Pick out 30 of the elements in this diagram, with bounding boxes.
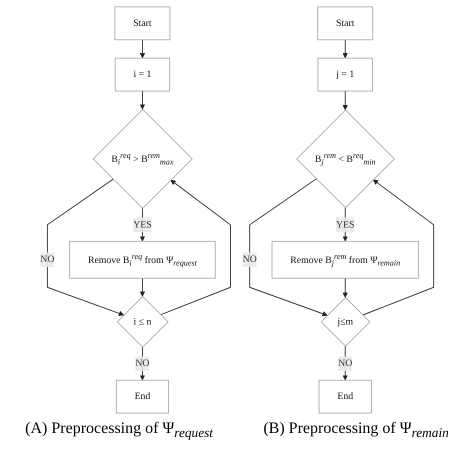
arrow [160,180,231,316]
arrow [362,179,434,316]
node-box: End [116,380,169,414]
edge-label: YES [336,219,354,230]
node-box: Start [114,6,170,40]
node-box: i = 1 [114,58,170,92]
edge-label: NO [338,358,352,369]
node-box: End [318,380,372,414]
edge-label: YES [133,219,152,230]
node-box: Remove B$_{j}$$^{rem}$ from Ψ$_{remain}$ [272,240,419,279]
edge-label: NO [242,254,257,265]
node-box: Remove B$_{i}$$^{req}$ from Ψ$_{request}$ [69,240,216,279]
arrow [46,178,124,316]
node-diamond: i ≤ n [116,296,169,348]
edge-label: NO [40,254,54,265]
arrow [249,178,328,316]
edge-label: NO [135,358,150,369]
caption-text: (B) Preprocessing of Ψ$_{remain}$ [263,420,449,442]
arrow [140,278,146,297]
arrow [342,346,348,380]
arrow [140,39,146,58]
node-box: j = 1 [318,58,373,92]
caption-text: (A) Preprocessing of Ψ$_{request}$ [25,420,214,442]
arrow [140,90,146,110]
arrow [342,90,348,110]
node-diamond: j≤m [320,297,370,347]
node-box: Start [317,6,374,40]
arrow [342,278,348,298]
arrow [140,346,146,380]
arrow [342,39,348,58]
